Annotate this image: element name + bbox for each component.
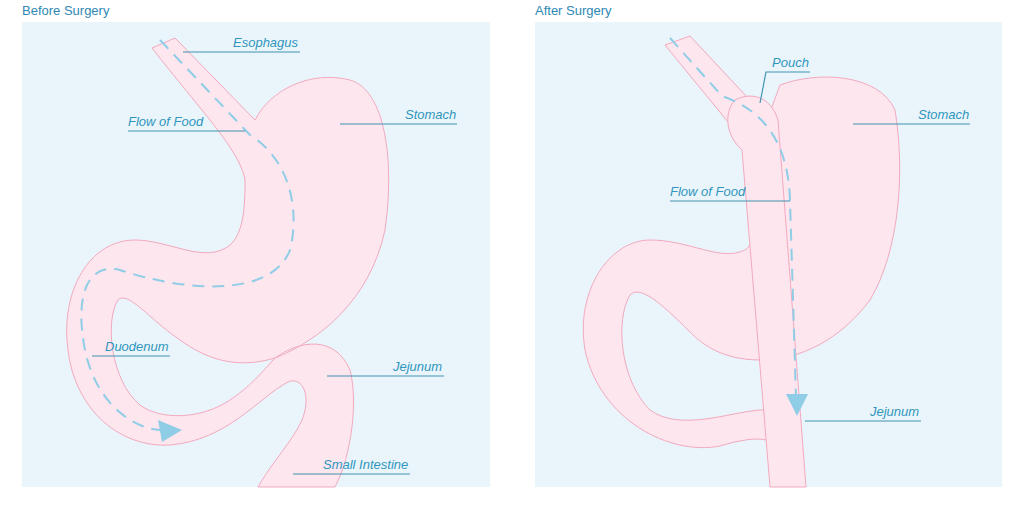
part-label: Jejunum [870, 404, 919, 419]
leader-line [853, 123, 970, 124]
panel-ground [22, 22, 490, 487]
part-label: Esophagus [233, 35, 298, 50]
leader-line [327, 375, 444, 376]
leader-line [128, 130, 245, 131]
leader-line [760, 72, 810, 103]
part-label: Jejunum [393, 359, 442, 374]
leader-line [670, 200, 790, 201]
leader-line [805, 420, 921, 421]
jejunum-limb [728, 96, 806, 487]
leader-line [92, 355, 170, 356]
part-label: Pouch [772, 55, 809, 70]
flow-arrowhead [158, 420, 182, 442]
food-flow-after [670, 38, 796, 398]
food-flow-before [81, 40, 293, 430]
panel-ground [535, 22, 1002, 487]
leader-line [183, 51, 300, 52]
part-label: Flow of Food [670, 184, 745, 199]
leader-line [293, 473, 410, 474]
part-label: Flow of Food [128, 114, 203, 129]
part-label: Duodenum [105, 339, 169, 354]
part-label: Small Intestine [323, 457, 408, 472]
part-label: Stomach [918, 107, 969, 122]
panel-title: Before Surgery [22, 3, 109, 18]
panel-title: After Surgery [535, 3, 612, 18]
stomach-before [67, 38, 389, 487]
leader-line [340, 123, 457, 124]
part-label: Stomach [405, 107, 456, 122]
flow-arrowhead [786, 394, 808, 416]
